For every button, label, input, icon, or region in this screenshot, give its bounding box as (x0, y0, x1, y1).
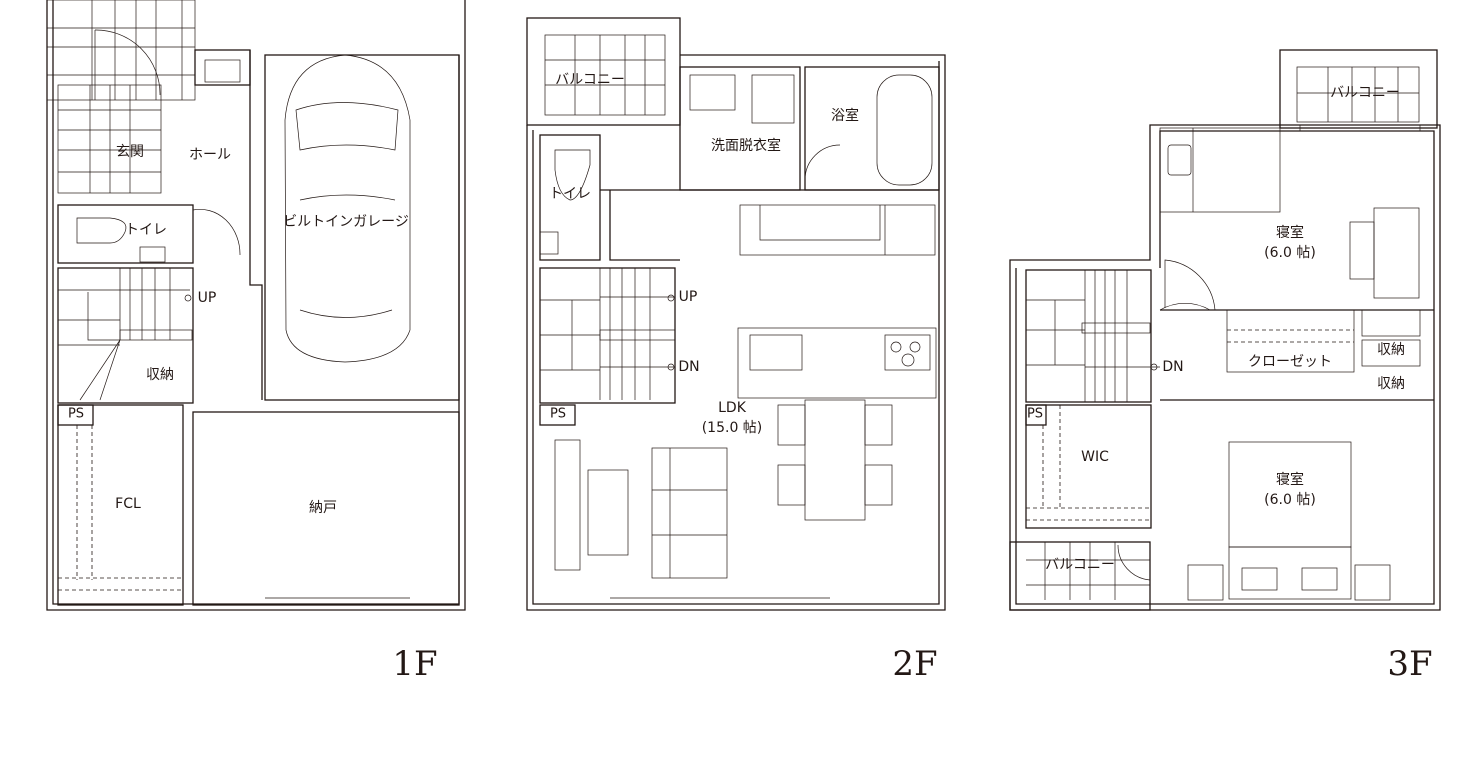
room-label-ldk: LDK (718, 400, 747, 416)
room-size-bedroom-1: (6.0 帖) (1264, 245, 1316, 261)
floor-1f: 玄関 ホール トイレ UP 収納 PS FCL 納戸 ビルトインガレージ 1F (46, 0, 466, 684)
room-label-fcl: FCL (115, 496, 141, 512)
ps-label: PS (550, 407, 566, 422)
ps-label: PS (1027, 407, 1043, 422)
room-label-closet: クローゼット (1248, 354, 1332, 370)
room-label-hall: ホール (189, 147, 231, 163)
floor-label-3f: 3F (1387, 644, 1432, 684)
stair-up-label: UP (198, 290, 217, 306)
floor-3f: バルコニー 寝室 (6.0 帖) クローゼット 収納 収納 DN PS WIC … (1009, 49, 1441, 684)
room-size-ldk: (15.0 帖) (702, 420, 763, 436)
room-label-storage-1: 収納 (1377, 342, 1405, 358)
room-label-wic: WIC (1081, 449, 1109, 465)
room-label-garage: ビルトインガレージ (283, 214, 409, 230)
room-label-storeroom: 納戸 (309, 500, 337, 516)
room-size-bedroom-2: (6.0 帖) (1264, 492, 1316, 508)
room-label-bedroom-1: 寝室 (1276, 224, 1304, 241)
room-label-balcony: バルコニー (555, 72, 625, 88)
stair-up-label: UP (679, 289, 698, 305)
room-label-storage: 収納 (146, 367, 174, 383)
room-label-bedroom-2: 寝室 (1276, 471, 1304, 488)
entrance-door[interactable] (94, 29, 161, 100)
car-icon (284, 54, 411, 363)
room-label-balcony-north: バルコニー (1330, 85, 1400, 101)
room-label-storage-2: 収納 (1377, 376, 1405, 392)
room-label-balcony-south: バルコニー (1045, 557, 1115, 573)
ps-label: PS (68, 407, 84, 422)
stair-down-label: DN (1162, 359, 1183, 375)
stair-down-label: DN (678, 359, 699, 375)
room-label-toilet: トイレ (549, 186, 591, 202)
floor-2f: バルコニー 洗面脱衣室 浴室 トイレ UP DN PS LDK (15.0 帖)… (526, 17, 946, 684)
room-label-toilet: トイレ (125, 222, 167, 238)
room-label-entrance: 玄関 (116, 143, 144, 160)
room-label-bath: 浴室 (831, 107, 859, 124)
floor-label-2f: 2F (892, 644, 937, 684)
floor-label-1f: 1F (392, 644, 437, 684)
room-label-washroom: 洗面脱衣室 (711, 137, 781, 154)
